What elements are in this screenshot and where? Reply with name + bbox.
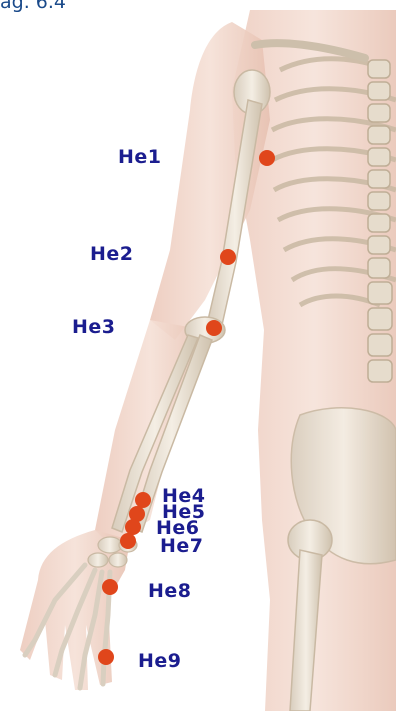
he6-point-marker (125, 519, 141, 535)
he9-label: He9 (138, 652, 182, 671)
he1-point-marker (259, 150, 275, 166)
he9-point-marker (98, 649, 114, 665)
he3-label: He3 (72, 318, 116, 337)
he3-point-marker (206, 320, 222, 336)
he8-point-marker (102, 579, 118, 595)
spine (368, 60, 392, 382)
he8-label: He8 (148, 582, 192, 601)
he2-label: He2 (90, 245, 134, 264)
he2-point-marker (220, 249, 236, 265)
he1-label: He1 (118, 148, 162, 167)
he7-label: He7 (160, 537, 204, 556)
he4-point-marker (135, 492, 151, 508)
he7-point-marker (120, 533, 136, 549)
